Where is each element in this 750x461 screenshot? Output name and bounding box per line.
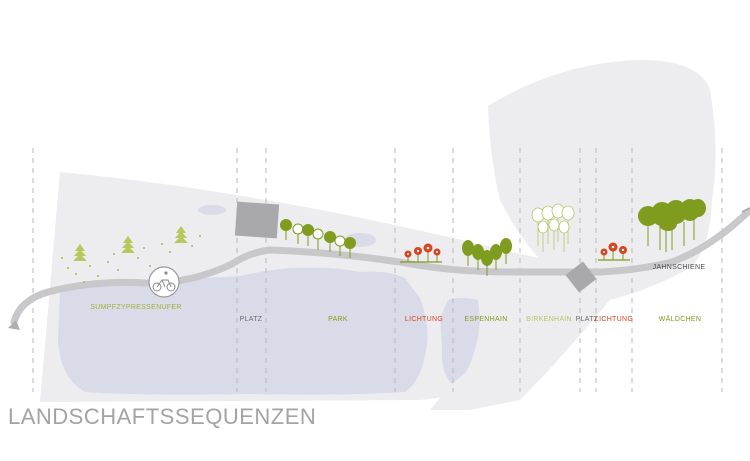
main-pond xyxy=(58,267,428,395)
marsh-dots xyxy=(61,235,201,283)
round-tree-icon xyxy=(324,231,336,252)
main-path xyxy=(8,207,750,330)
flower-icon xyxy=(404,250,412,262)
flower-icon xyxy=(619,246,627,260)
birch-tree-icon xyxy=(548,218,560,250)
flower-icon xyxy=(433,248,441,262)
path-start-arrow-icon xyxy=(8,320,20,330)
marsh-dot xyxy=(83,281,85,283)
marsh-dot xyxy=(61,257,63,259)
cypress-trees xyxy=(73,226,188,261)
round-tree-icon xyxy=(472,244,484,270)
round-tree-icon xyxy=(312,228,324,250)
label-lichtung-2: LICHTUNG xyxy=(594,316,634,323)
path-end-arrow-icon xyxy=(741,207,750,213)
flower-icon xyxy=(608,242,618,260)
rider-head xyxy=(164,271,168,275)
plaza-square-1 xyxy=(234,201,280,239)
label-waeldchen: WÄLDCHEN xyxy=(658,316,702,323)
path-line xyxy=(10,208,750,326)
label-sumpfzypressenufer: SUMPFZYPRESSENUFER xyxy=(90,304,182,311)
marsh-dot xyxy=(143,247,145,249)
land-right xyxy=(430,60,716,410)
round-tree-icon xyxy=(462,240,474,266)
small-pond xyxy=(440,298,480,384)
bicycle-wheel xyxy=(166,282,176,292)
cypress-tree-icon xyxy=(174,226,188,243)
label-jahnschiene: JAHNSCHIENE xyxy=(652,264,706,271)
marsh-dot xyxy=(161,243,163,245)
birch-tree-icon xyxy=(531,207,545,246)
flower-icon xyxy=(423,243,433,262)
marsh-dot xyxy=(117,269,119,271)
marsh-dot xyxy=(107,261,109,263)
label-lichtung-1: LICHTUNG xyxy=(404,316,444,323)
marsh-dot xyxy=(89,265,91,267)
flowers-clearing-1 xyxy=(400,243,442,263)
marsh-dot xyxy=(199,235,201,237)
marsh-dot xyxy=(67,267,69,269)
bicycle-frame xyxy=(156,279,172,288)
label-park: PARK xyxy=(328,316,348,323)
aspen-trees xyxy=(462,238,512,276)
forest-tree-icon xyxy=(690,199,706,217)
marsh-dot xyxy=(169,251,171,253)
round-tree-icon xyxy=(280,219,292,240)
round-tree-icon xyxy=(481,250,493,276)
birch-tree-icon xyxy=(537,220,549,252)
marsh-dot xyxy=(149,265,151,267)
marsh-dot xyxy=(191,245,193,247)
cypress-tree-icon xyxy=(121,236,135,253)
round-tree-icon xyxy=(500,238,512,264)
park-trees xyxy=(280,219,356,258)
marsh-dot xyxy=(75,273,77,275)
bicycle-badge xyxy=(148,266,180,298)
plazas xyxy=(234,201,597,293)
round-tree-icon xyxy=(302,224,314,246)
marsh-dot xyxy=(97,275,99,277)
cypress-tree-icon xyxy=(73,244,87,261)
forest-tree-icon xyxy=(659,217,677,231)
label-platz-2: PLATZ xyxy=(575,316,599,323)
birch-tree-icon xyxy=(558,220,570,252)
upper-pond-left xyxy=(198,205,226,215)
label-birkenhain: BIRKENHAIN xyxy=(526,316,572,323)
flower-icon xyxy=(600,248,608,260)
label-espenhain: ESPENHAIN xyxy=(464,316,508,323)
round-tree-icon xyxy=(490,244,502,270)
birch-trees xyxy=(531,203,575,252)
round-tree-icon xyxy=(344,237,356,258)
bicycle-wheel xyxy=(152,282,162,292)
marsh-dot xyxy=(137,257,139,259)
plaza-square-2 xyxy=(565,261,597,293)
label-platz-1: PLATZ xyxy=(239,316,263,323)
woodland-trees xyxy=(638,199,706,252)
flower-icon xyxy=(414,247,422,262)
page-title: LANDSCHAFTSSEQUENZEN xyxy=(8,404,317,429)
flowers-clearing-2 xyxy=(598,242,630,261)
bicycle-icon xyxy=(148,266,180,298)
marsh-dot xyxy=(113,253,115,255)
water-areas xyxy=(58,205,480,395)
